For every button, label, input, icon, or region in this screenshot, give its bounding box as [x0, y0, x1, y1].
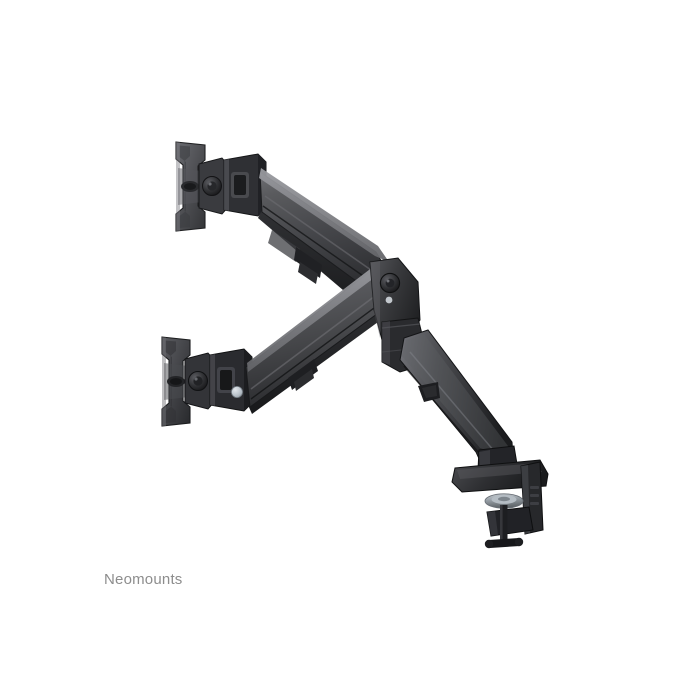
arm-lower [230, 260, 400, 414]
tilt-joint-lower [184, 348, 253, 412]
accent-dot-hub [385, 296, 393, 304]
desk-clamp [451, 459, 549, 549]
center-hub [369, 257, 423, 373]
arm-upper [258, 168, 391, 318]
vesa-plate-upper [175, 141, 206, 232]
tilt-joint-upper [198, 153, 267, 217]
brand-wordmark: Neomounts [104, 571, 183, 588]
vesa-plate-lower [161, 336, 191, 427]
accent-cap-lower [230, 385, 243, 398]
